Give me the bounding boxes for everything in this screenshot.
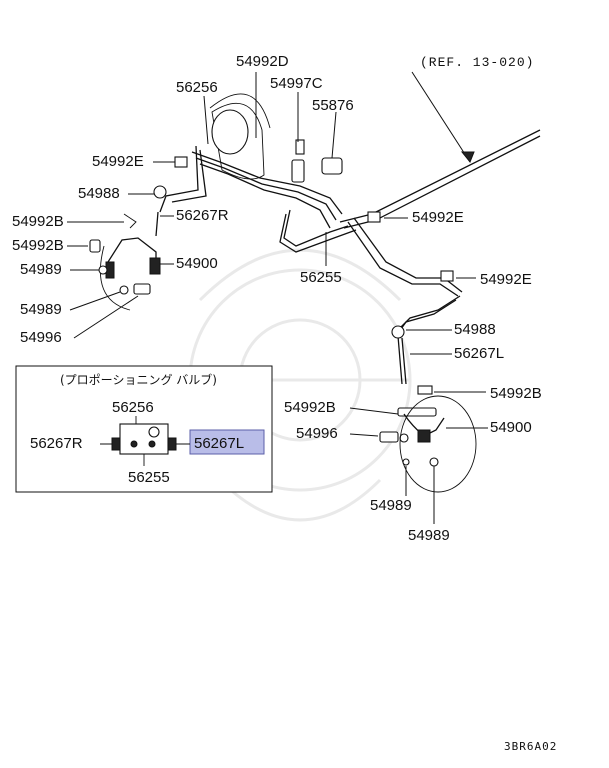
inset-label-56255: 56255 — [128, 469, 170, 486]
label-54992B-1: 54992B — [12, 213, 64, 230]
inset-proportioning-valve: (プロポーショニング バルブ) 56256 56267R 56267L 5625… — [15, 365, 273, 493]
label-56256: 56256 — [176, 79, 218, 96]
inset-label-56267L: 56267L — [194, 435, 244, 452]
label-56267R: 56267R — [176, 207, 229, 224]
label-54989-2: 54989 — [20, 301, 62, 318]
inset-label-56267R: 56267R — [30, 435, 83, 452]
brake-booster — [209, 93, 271, 180]
highlight-56267L — [189, 429, 265, 455]
diagram-code: 3BR6A02 — [504, 740, 557, 753]
label-54992B-4: 54992B — [284, 399, 336, 416]
reference-label: (REF. 13-020) — [420, 55, 534, 70]
label-56255: 56255 — [300, 269, 342, 286]
inset-label-56256: 56256 — [112, 399, 154, 416]
left-hose-assembly — [98, 237, 161, 311]
label-54989-1: 54989 — [20, 261, 62, 278]
label-54988-1: 54988 — [78, 185, 120, 202]
label-54992E-2: 54992E — [412, 209, 464, 226]
label-54900-1: 54900 — [176, 255, 218, 272]
leader-lines — [67, 72, 488, 524]
label-56267L: 56267L — [454, 345, 504, 362]
label-54992E-1: 54992E — [92, 153, 144, 170]
label-54989-3: 54989 — [370, 497, 412, 514]
small-fittings — [89, 139, 454, 443]
label-54900-2: 54900 — [490, 419, 532, 436]
inset-title: (プロポーショニング バルブ) — [60, 372, 217, 387]
label-54996-1: 54996 — [20, 329, 62, 346]
right-hose-assembly — [399, 395, 477, 493]
label-54992D: 54992D — [236, 53, 289, 70]
label-54992B-2: 54992B — [12, 237, 64, 254]
label-54992B-3: 54992B — [490, 385, 542, 402]
label-54996-2: 54996 — [296, 425, 338, 442]
label-54992E-3: 54992E — [480, 271, 532, 288]
label-54989-4: 54989 — [408, 527, 450, 544]
label-55876: 55876 — [312, 97, 354, 114]
reference-pointer — [411, 71, 475, 163]
label-54997C: 54997C — [270, 75, 323, 92]
label-54988-2: 54988 — [454, 321, 496, 338]
part-labels: 54992D 54997C 55876 56256 54992E 54988 5… — [12, 53, 542, 544]
